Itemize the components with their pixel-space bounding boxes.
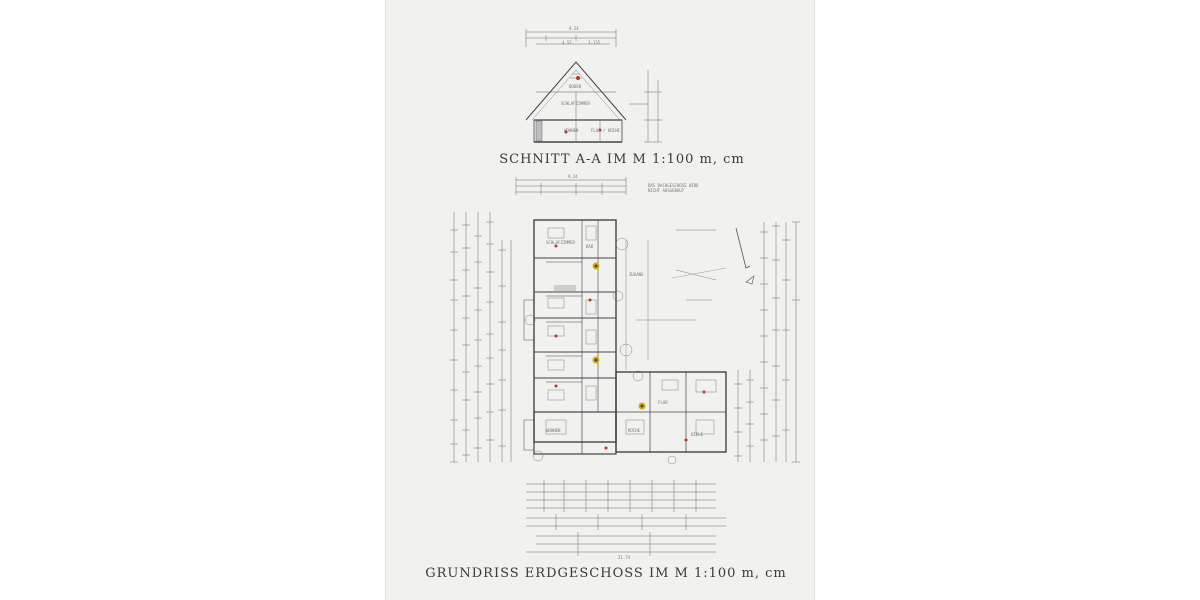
architectural-drawing (450, 29, 800, 556)
section-title: SCHNITT A-A IM M 1:100 m, cm (499, 152, 745, 167)
section-dim-label: 4.52 (562, 40, 572, 45)
plan-title: GRUNDRISS ERDGESCHOSS IM M 1:100 m, cm (425, 566, 787, 581)
plan-room-label: SCHLAFZIMMER (546, 240, 575, 245)
plan-room-label: BAD (586, 244, 594, 249)
section-room-label: WOHNEN (564, 128, 579, 133)
section-room-label: FLUR / KÜCHE (591, 128, 620, 133)
plan-room-label: DIELE (691, 432, 704, 437)
section-dim-label: 3.135 (588, 40, 601, 45)
plan-room-label: ZUGANG (629, 272, 644, 277)
drawing-sheet: BODEN SCHLAFZIMMER WOHNEN FLUR / KÜCHE 9… (386, 0, 814, 600)
plan-room-label: KÜCHE (628, 428, 641, 433)
plan-dim-label: 21.74 (618, 555, 631, 560)
plan-room-label: FLUR (658, 400, 668, 405)
plan-dim-label: 9.24 (568, 174, 578, 179)
section-dim-label: 9.24 (569, 26, 579, 31)
plan-room-label: WOHNEN (546, 428, 561, 433)
section-room-label: SCHLAFZIMMER (561, 101, 590, 106)
plan-note: DAS DACHGESCHOSS WIRD NICHT AUSGEBAUT (648, 183, 699, 193)
section-room-label: BODEN (569, 84, 582, 89)
